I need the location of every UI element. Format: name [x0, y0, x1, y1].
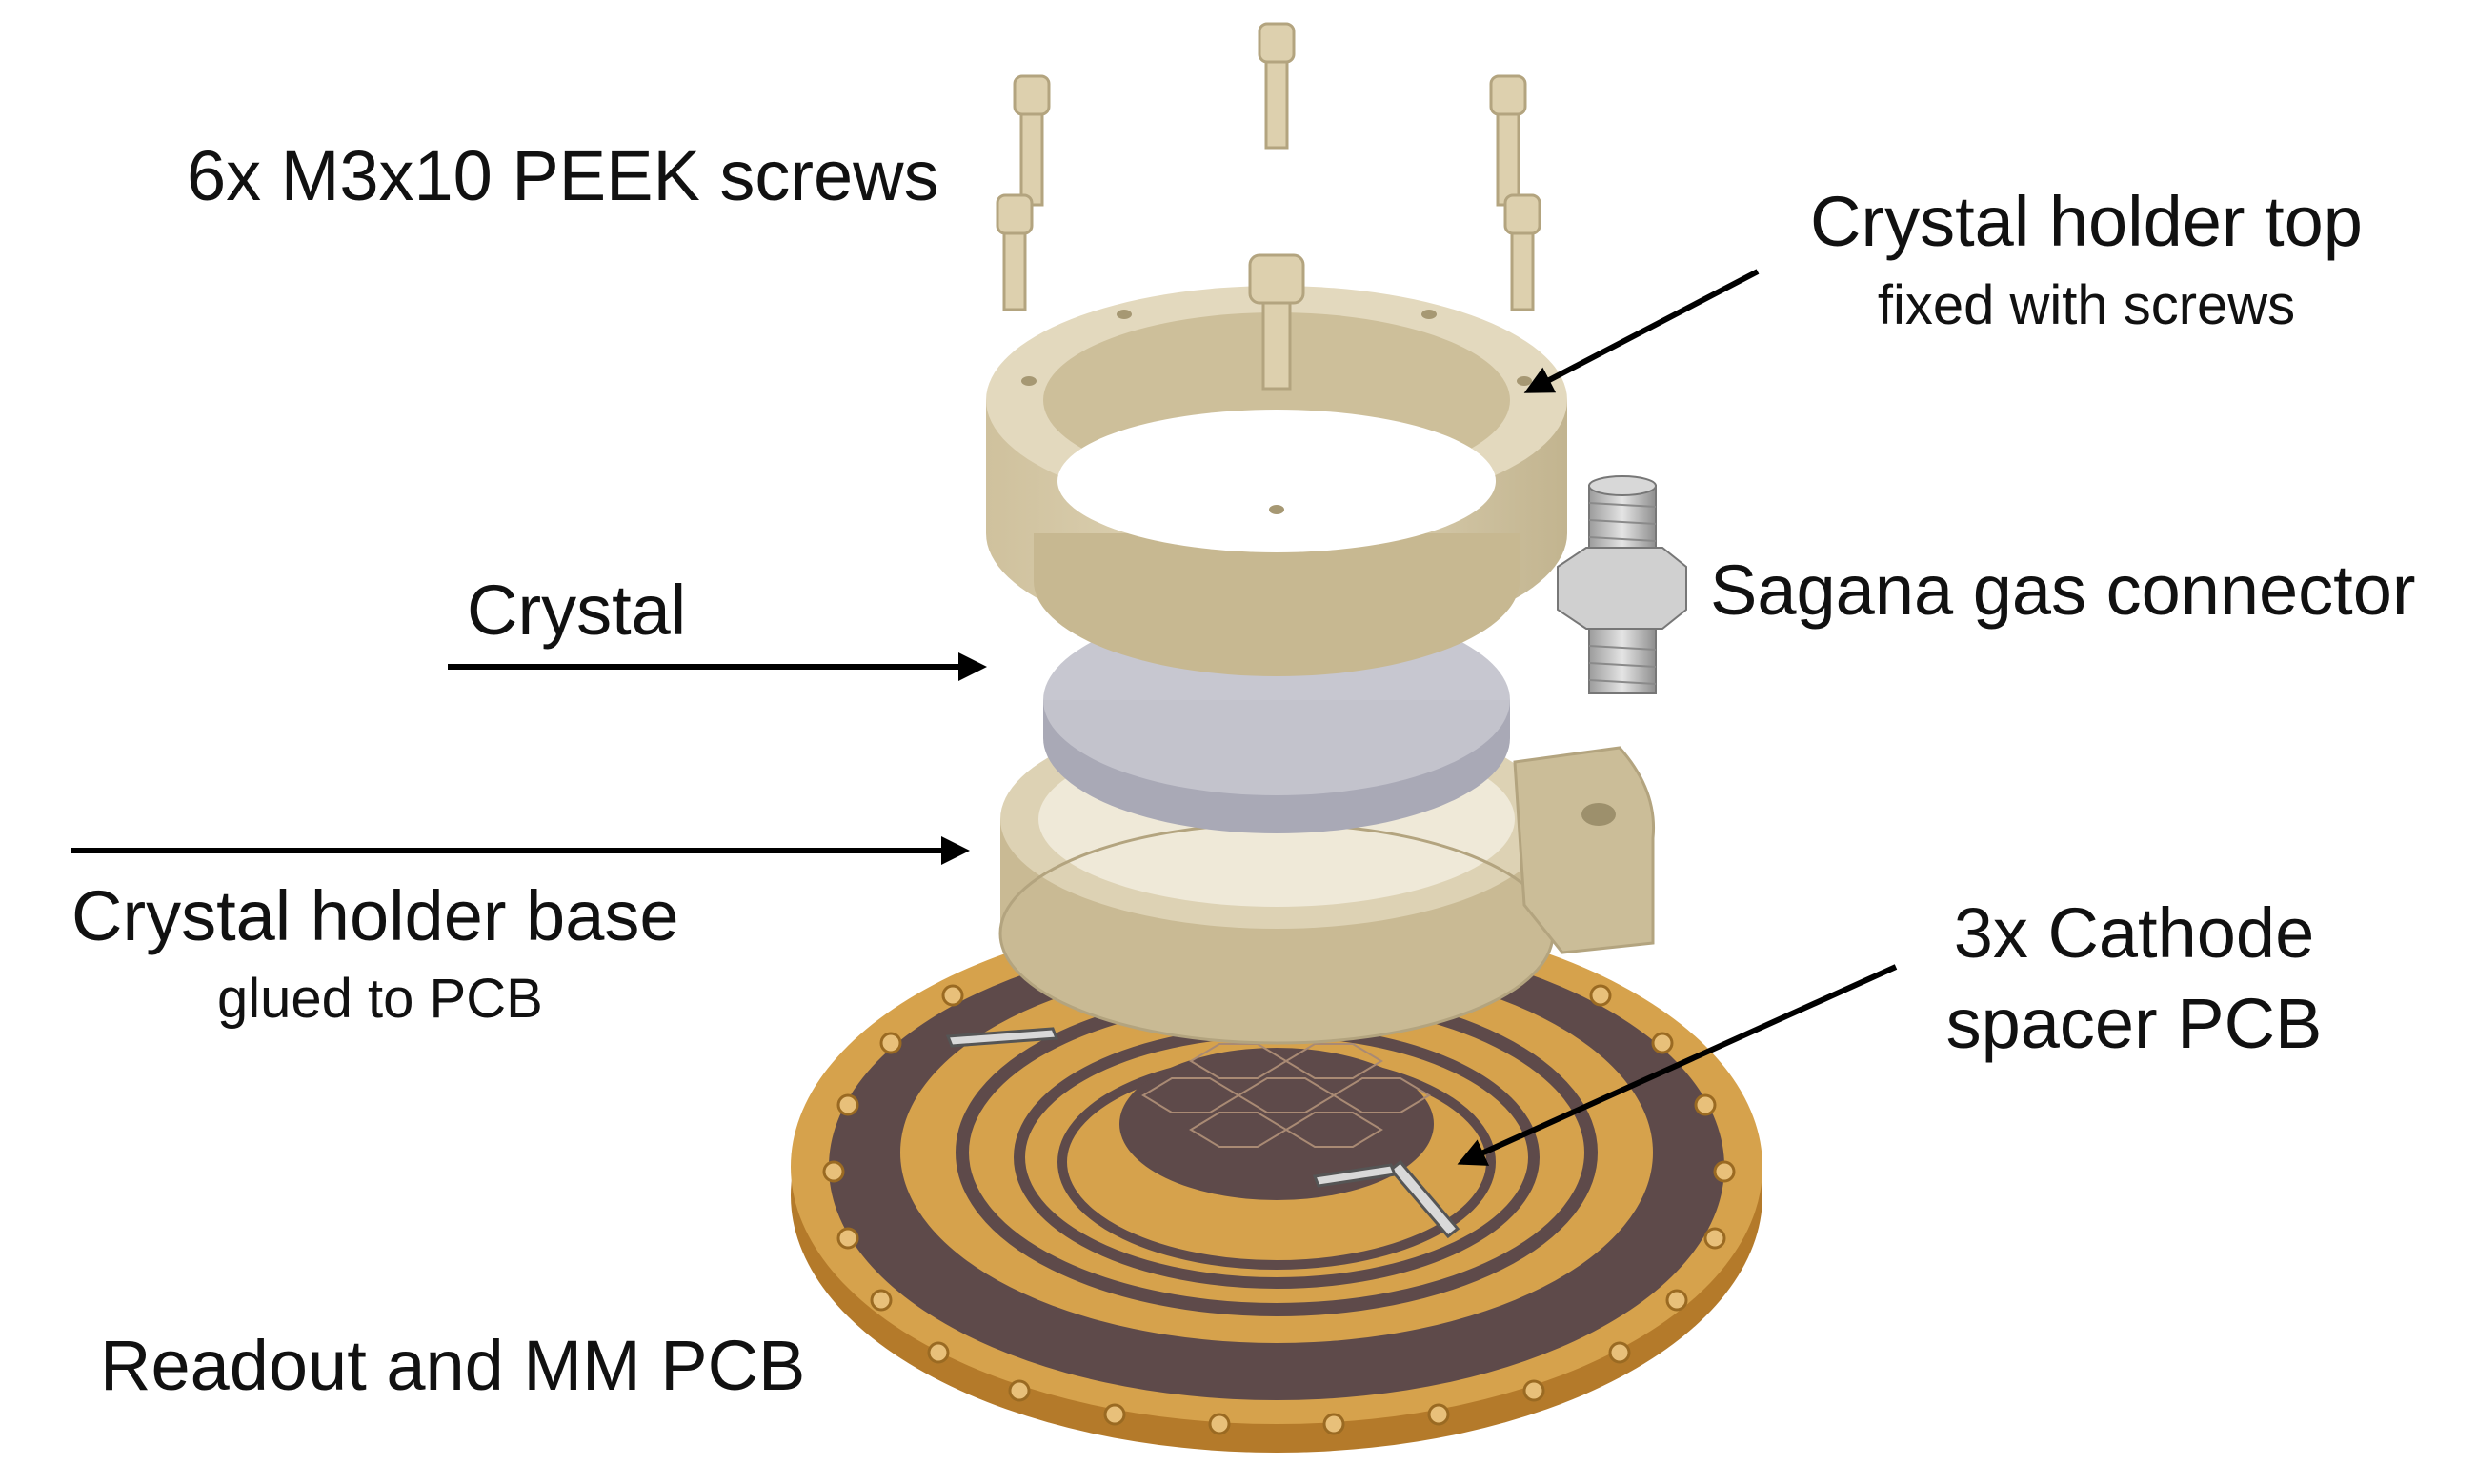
thread-lines: [1588, 502, 1657, 685]
label-cathode-spacer-line2: spacer PCB: [1945, 984, 2323, 1063]
screw: [1013, 74, 1051, 207]
arrow-holder-top: [1523, 269, 1760, 393]
label-holder-base: Crystal holder base: [71, 876, 679, 955]
screw: [1258, 22, 1296, 150]
label-holder-top-note: fixed with screws: [1877, 274, 2296, 336]
callout-arrows: [71, 269, 1898, 1166]
label-readout-pcb: Readout and MM PCB: [100, 1326, 806, 1405]
arrow-cathode-spacer: [1457, 964, 1898, 1166]
screw: [1503, 193, 1541, 311]
gas-connector: [1557, 475, 1687, 694]
label-holder-base-note: glued to PCB: [217, 968, 543, 1030]
hexagonal-pads: [1141, 1043, 1431, 1148]
label-cathode-spacer-line1: 3x Cathode: [1953, 893, 2315, 973]
peek-screws: [996, 22, 1541, 391]
holder-top-screw-holes: [1021, 286, 1532, 514]
label-screws: 6x M3x10 PEEK screws: [187, 136, 939, 215]
label-gas-connector: Sagana gas connector: [1710, 551, 2416, 630]
screw: [996, 193, 1034, 311]
screw: [1248, 253, 1305, 391]
label-crystal: Crystal: [467, 571, 687, 650]
label-holder-top: Crystal holder top: [1810, 182, 2363, 261]
readout-pcb: [791, 870, 1762, 1453]
crystal-holder-top: [986, 286, 1567, 676]
screw: [1489, 74, 1527, 207]
pcb-mounting-holes: [822, 984, 1736, 1435]
